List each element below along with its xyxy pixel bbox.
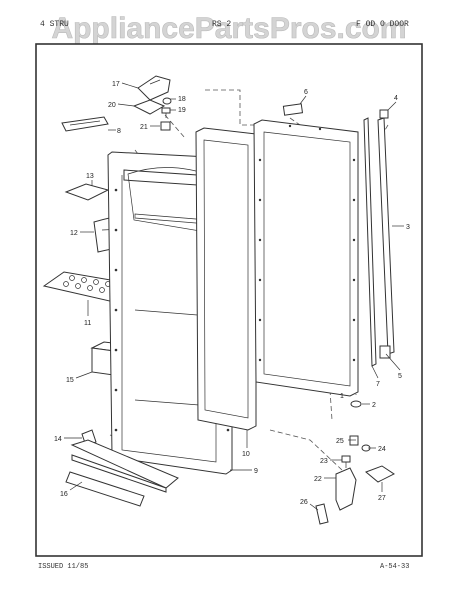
callout-18: 18 <box>178 96 186 103</box>
part-7-trim-strip <box>363 117 377 367</box>
part-5-handle-cap <box>379 345 391 359</box>
door-screw-holes <box>258 124 356 362</box>
callout-23: 23 <box>320 458 328 465</box>
callout-10: 10 <box>242 451 250 458</box>
part-19-screw <box>161 107 171 118</box>
header-middle: RS 2 <box>212 20 231 29</box>
part-18-bushing <box>162 97 172 105</box>
callout-12: 12 <box>70 230 78 237</box>
callout-4: 4 <box>394 95 398 102</box>
callout-19: 19 <box>178 107 186 114</box>
part-2-plug <box>350 400 362 408</box>
part-4-handle-cap <box>379 109 389 119</box>
callout-25: 25 <box>336 438 344 445</box>
callout-3: 3 <box>406 224 410 231</box>
callout-6: 6 <box>304 89 308 96</box>
callout-leader-lines <box>64 82 404 511</box>
part-22-bottom-hinge <box>335 467 357 511</box>
part-3-handle <box>377 117 395 355</box>
callout-2: 2 <box>372 402 376 409</box>
part-10-gasket <box>195 127 257 431</box>
part-17-top-hinge <box>137 75 171 101</box>
callout-26: 26 <box>300 499 308 506</box>
footer-issued: ISSUED 11/85 <box>38 563 88 571</box>
part-25-bushing <box>349 435 359 446</box>
callout-7: 7 <box>376 381 380 388</box>
watermark-text: AppliancePartsPros.com <box>51 12 406 45</box>
callout-5: 5 <box>398 373 402 380</box>
callout-15: 15 <box>66 377 74 384</box>
footer-code: A-54-33 <box>380 563 409 571</box>
callout-9: 9 <box>254 468 258 475</box>
part-21-cap <box>160 121 171 131</box>
part-13-bracket <box>64 183 110 201</box>
callout-1: 1 <box>340 393 344 400</box>
part-16-bottom-shelf <box>70 439 179 493</box>
header-left: 4 STRU <box>40 20 69 29</box>
part-6-badge <box>282 103 304 116</box>
callout-17: 17 <box>112 81 120 88</box>
callout-8: 8 <box>117 128 121 135</box>
part-20-hinge-plate <box>132 99 166 115</box>
part-27-hinge-plate <box>365 465 395 483</box>
callout-13: 13 <box>86 173 94 180</box>
callout-21: 21 <box>140 124 148 131</box>
callout-20: 20 <box>108 102 116 109</box>
diagram-frame <box>35 43 423 557</box>
part-8-trim <box>61 116 109 132</box>
part-23-screw <box>341 455 351 468</box>
callout-24: 24 <box>378 446 386 453</box>
part-1-outer-door <box>253 119 359 397</box>
callout-14: 14 <box>54 436 62 443</box>
part-16-kick-strip <box>65 471 145 507</box>
callout-27: 27 <box>378 495 386 502</box>
callout-11: 11 <box>84 320 91 327</box>
part-26-hinge-pin <box>315 503 329 525</box>
callout-16: 16 <box>60 491 68 498</box>
header-right: F OD O DOOR <box>356 20 409 29</box>
callout-numbers: 17 18 20 19 21 8 13 12 11 15 14 16 9 10 … <box>54 81 410 506</box>
callout-22: 22 <box>314 476 322 483</box>
